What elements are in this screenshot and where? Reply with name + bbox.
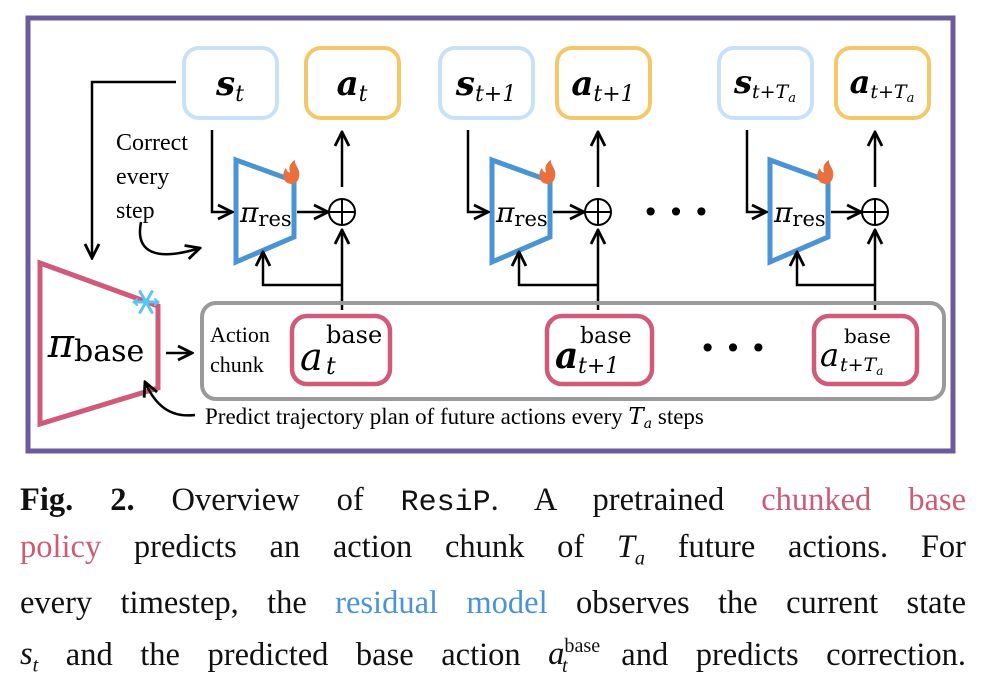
sum-operator [584,198,612,226]
caption-text: st [20,636,39,677]
caption-line: Fig. 2. Overview of ResiP. A pretrained … [20,478,966,525]
flame-icon [539,160,556,184]
svg-text:a: a [300,335,323,379]
caption-text: observes the current state [547,584,966,621]
residual-policy [489,156,553,266]
svg-text:t+1: t+1 [578,354,619,379]
svg-text:a: a [820,336,839,374]
ellipsis-chunk: • • • [699,332,766,365]
svg-text:st+1: st+1 [455,64,516,107]
state-box-st1: st+1 [438,46,535,120]
snowflake-icon [132,290,160,314]
svg-text:st: st [215,64,244,107]
svg-text:at+Ta: at+Ta [850,63,915,106]
predict-note-arrow [145,382,196,417]
base-action-tTa: a t+Ta base [811,313,920,387]
state-box-st: st [182,46,279,120]
highlighted-term: chunked base [761,482,966,518]
caption-text: Ta [616,529,645,570]
flame-icon [283,160,300,184]
svg-text:t: t [326,352,336,380]
state-box-stTa: st+Ta [717,46,814,120]
base-action-t1: a t+1 base [544,313,655,387]
caption-text: future actions. For [645,529,966,565]
svg-text:base: base [326,321,382,349]
figure-frame [25,15,956,454]
svg-text:t+Ta: t+Ta [840,354,883,378]
caption-line: every timestep, the residual model obser… [20,581,966,625]
caption-text: predicts an action chunk of [101,529,617,565]
base-action-to-residual-arrow [519,252,598,287]
residual-label: πres [239,196,292,231]
caption-text: abaset [548,635,601,677]
predict-note: Predict trajectory plan of future action… [205,404,704,432]
action-chunk-container [200,301,946,401]
base-action-t: a t base [289,313,393,387]
state-to-residual-arrow [745,130,766,212]
action-box-atTa: at+Ta [834,46,931,120]
state-to-residual-arrow [466,130,488,212]
residual-policy [233,156,297,266]
caption-text: and the predicted base action [38,636,549,673]
ellipsis-top: • • • [642,196,709,229]
svg-text:a: a [555,335,578,377]
figure-label: Fig. 2. [20,482,135,518]
residual-policy [767,156,831,266]
base-action-to-residual-arrow [797,252,875,287]
caption-text: . A pretrained [490,482,762,518]
residual-label: πres [773,196,826,231]
caption-text: and predicts correction. [593,636,966,673]
base-action-to-residual-arrow [263,252,342,287]
svg-text:at+1: at+1 [571,64,634,107]
correct-note-arrow [138,221,200,254]
highlighted-term: policy [20,529,102,565]
sum-operator [861,198,889,226]
base-policy: πbase [37,259,161,428]
method-name: ResiP [400,486,491,520]
state-to-residual-arrow [210,130,232,212]
figure-caption: Fig. 2. Overview of ResiP. A pretrained … [20,478,966,688]
action-box-at1: at+1 [555,46,652,120]
svg-text:st+Ta: st+Ta [733,63,796,106]
flame-icon [817,160,834,184]
svg-text:base: base [844,324,891,348]
residual-label: πres [495,196,548,231]
action-box-at: at [304,46,401,120]
residual-block-0: πres [210,130,356,310]
sum-operator [328,198,356,226]
svg-text:at: at [337,64,368,107]
svg-text:πbase: πbase [47,321,145,369]
residual-block-2: πres [745,130,889,310]
svg-text:base: base [580,324,632,349]
caption-line: st and the predicted base action abaset … [20,625,966,688]
caption-text: every timestep, the [20,584,336,621]
caption-line: policy predicts an action chunk of Ta fu… [20,525,966,581]
highlighted-term: residual model [335,584,548,621]
residual-block-1: πres [466,130,612,310]
state-to-base-arrow [92,80,176,258]
caption-text: Overview of [134,482,401,518]
